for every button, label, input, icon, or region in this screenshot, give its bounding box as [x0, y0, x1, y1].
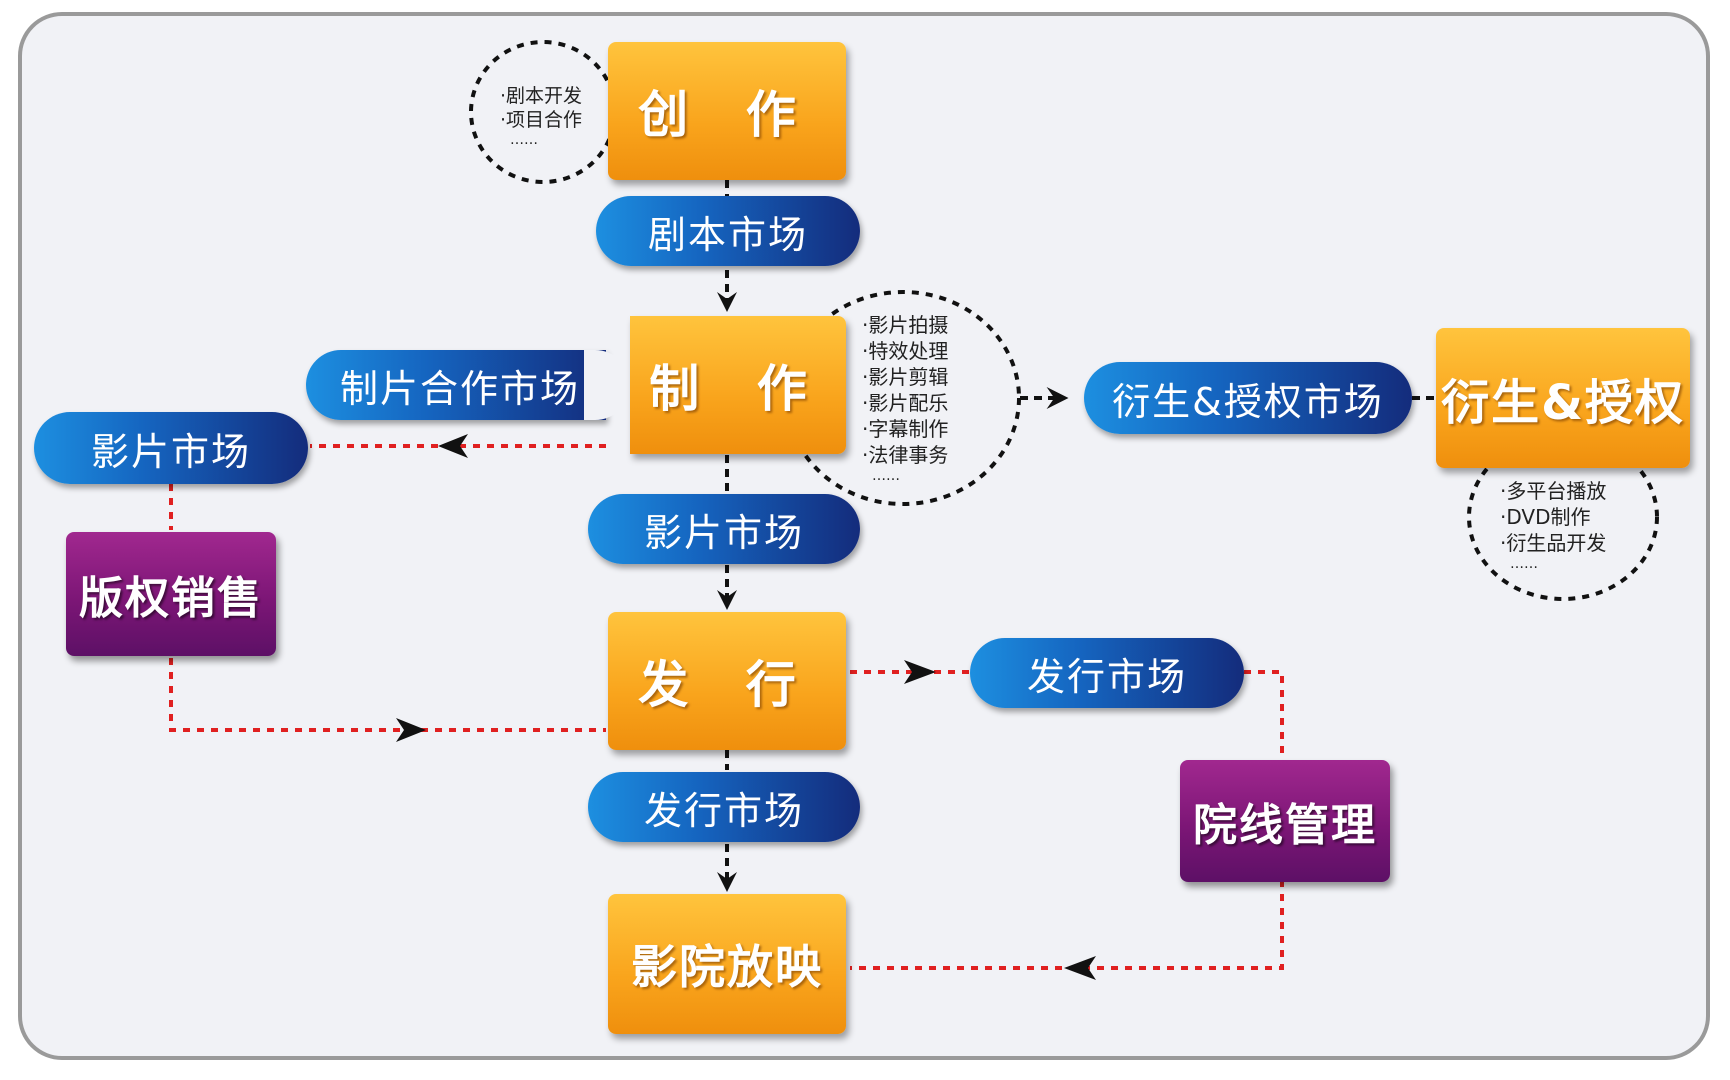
note-item: ·衍生品开发	[1500, 531, 1607, 555]
node-create: 创 作	[608, 42, 846, 180]
notes-derivative: ·多平台播放 ·DVD制作 ·衍生品开发 ……	[1500, 478, 1606, 572]
market-distribution-center: 发行市场	[588, 772, 860, 842]
note-item: ·特效处理	[862, 339, 949, 363]
node-screening: 影院放映	[608, 894, 846, 1034]
market-coproduction: 制片合作市场	[306, 350, 606, 420]
note-circle-derivative	[1467, 433, 1659, 601]
red-cinema-to-screening	[850, 880, 1284, 970]
note-item: ……	[1510, 556, 1538, 572]
red-arrow-market-right	[904, 660, 936, 684]
market-film-left: 影片市场	[34, 412, 308, 484]
market-derivative: 衍生&授权市场	[1084, 362, 1412, 434]
note-item: ·剧本开发	[500, 85, 583, 107]
note-item: ·多平台播放	[1500, 479, 1607, 503]
note-item: ·字幕制作	[862, 417, 949, 441]
note-circle-produce	[785, 290, 1021, 506]
notes-create: ·剧本开发 ·项目合作 ……	[500, 84, 582, 148]
note-item: ……	[872, 468, 900, 484]
red-market-to-cinema	[1244, 670, 1284, 760]
diagram-frame	[18, 12, 1710, 1060]
note-item: ·法律事务	[862, 443, 949, 467]
node-cinema-management: 院线管理	[1180, 760, 1390, 882]
red-arrow-film-market	[438, 434, 468, 458]
market-distribution-right: 发行市场	[970, 638, 1244, 708]
node-distribute: 发 行	[608, 612, 846, 750]
note-item: ·影片剪辑	[862, 365, 949, 389]
note-item: ·影片拍摄	[862, 313, 949, 337]
node-produce-front: 制 作	[630, 316, 846, 454]
note-item: ·项目合作	[500, 109, 583, 131]
market-film-center: 影片市场	[588, 494, 860, 564]
market-script: 剧本市场	[596, 196, 860, 266]
note-item: ·影片配乐	[862, 391, 949, 415]
red-arrow-screening	[1064, 956, 1096, 980]
notes-produce: ·影片拍摄 ·特效处理 ·影片剪辑 ·影片配乐 ·字幕制作 ·法律事务 ……	[862, 312, 948, 484]
node-derivative: 衍生&授权	[1436, 328, 1690, 468]
red-copyright-to-distribute	[169, 658, 606, 732]
red-arrow-distribute	[396, 718, 426, 742]
node-copyright-sales: 版权销售	[66, 532, 276, 656]
note-item: ·DVD制作	[1500, 505, 1591, 529]
note-item: ……	[510, 132, 538, 148]
